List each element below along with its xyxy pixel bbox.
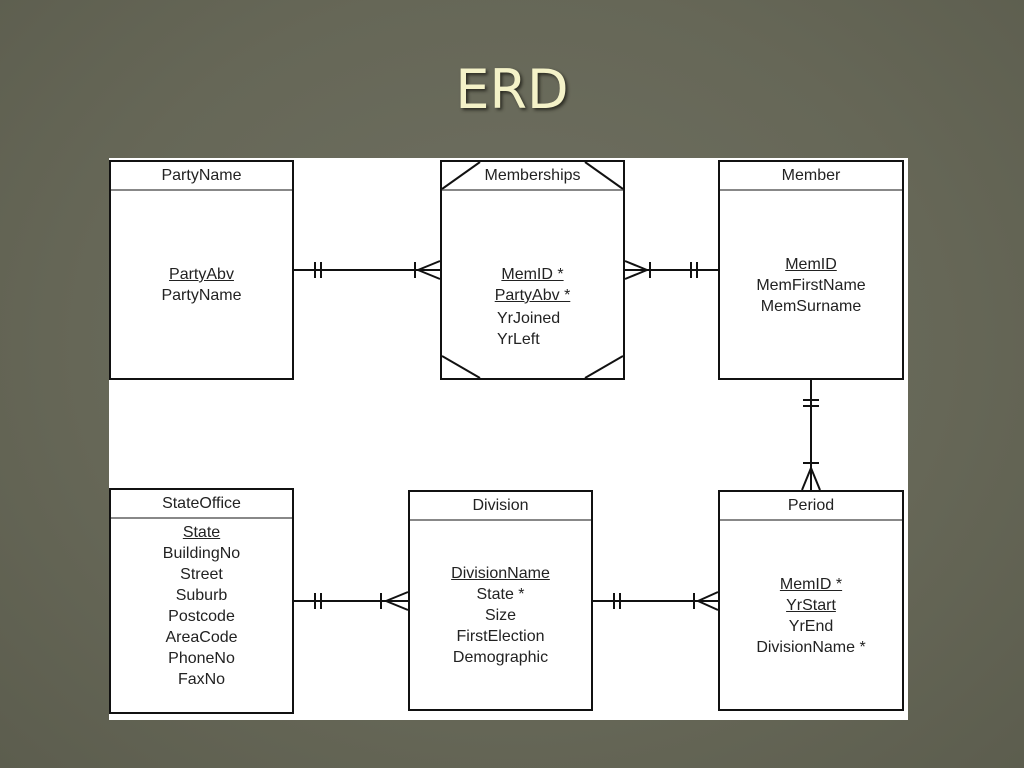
attribute: Postcode: [168, 608, 235, 625]
attribute: PhoneNo: [168, 650, 235, 667]
entity-member: Member MemID MemFirstName MemSurname: [718, 160, 904, 380]
attribute-list: MemID * PartyAbv *: [442, 264, 623, 306]
attribute: Suburb: [175, 587, 228, 604]
associative-entity-corners: [442, 162, 623, 378]
attribute-list: YrJoined YrLeft: [497, 308, 560, 350]
rel-stateoffice-division: [294, 591, 409, 611]
primary-key: State: [182, 524, 221, 541]
attribute: FirstElection: [456, 628, 545, 645]
primary-key: MemID: [785, 256, 837, 273]
attribute-list: PartyAbv PartyName: [111, 264, 292, 306]
attribute: YrEnd: [788, 618, 834, 635]
erd-canvas: PartyName PartyAbv PartyName Memberships…: [109, 158, 908, 720]
attribute: DivisionName *: [756, 639, 866, 656]
primary-key: PartyAbv: [169, 266, 234, 283]
entity-memberships: Memberships MemID * PartyAbv * YrJoined …: [440, 160, 625, 380]
attribute: State *: [476, 586, 525, 603]
attribute: YrLeft: [497, 331, 540, 348]
rel-division-period: [593, 591, 719, 611]
primary-key: YrStart: [786, 597, 836, 614]
attribute-list: MemID MemFirstName MemSurname: [720, 254, 902, 317]
attribute: YrJoined: [497, 310, 561, 327]
attribute: MemSurname: [760, 298, 862, 315]
attribute-list: MemID * YrStart YrEnd DivisionName *: [720, 574, 902, 658]
entity-title: Member: [720, 162, 902, 191]
attribute: PartyName: [161, 287, 242, 304]
attribute: BuildingNo: [162, 545, 241, 562]
primary-key: PartyAbv *: [494, 287, 571, 304]
entity-partyname: PartyName PartyAbv PartyName: [109, 160, 294, 380]
entity-title: Division: [410, 492, 591, 521]
entity-period: Period MemID * YrStart YrEnd DivisionNam…: [718, 490, 904, 711]
entity-stateoffice: StateOffice State BuildingNo Street Subu…: [109, 488, 294, 714]
primary-key: DivisionName: [451, 565, 550, 582]
entity-title: Memberships: [442, 162, 623, 191]
attribute-list: State BuildingNo Street Suburb Postcode …: [111, 522, 292, 690]
rel-member-memberships: [624, 260, 718, 280]
entity-title: Period: [720, 492, 902, 521]
relationship-lines: [294, 260, 821, 611]
attribute-list: DivisionName State * Size FirstElection …: [410, 563, 591, 668]
primary-key: MemID *: [779, 576, 843, 593]
attribute: Street: [180, 566, 223, 583]
rel-partyname-memberships: [294, 260, 441, 280]
attribute: Size: [484, 607, 517, 624]
attribute: MemFirstName: [756, 277, 866, 294]
attribute: FaxNo: [177, 671, 226, 688]
entity-title: StateOffice: [111, 490, 292, 519]
attribute: AreaCode: [165, 629, 238, 646]
attribute: Demographic: [452, 649, 549, 666]
rel-member-period: [801, 380, 821, 491]
slide-title: ERD: [455, 58, 569, 121]
entity-division: Division DivisionName State * Size First…: [408, 490, 593, 711]
primary-key: MemID *: [501, 266, 564, 283]
entity-title: PartyName: [111, 162, 292, 191]
